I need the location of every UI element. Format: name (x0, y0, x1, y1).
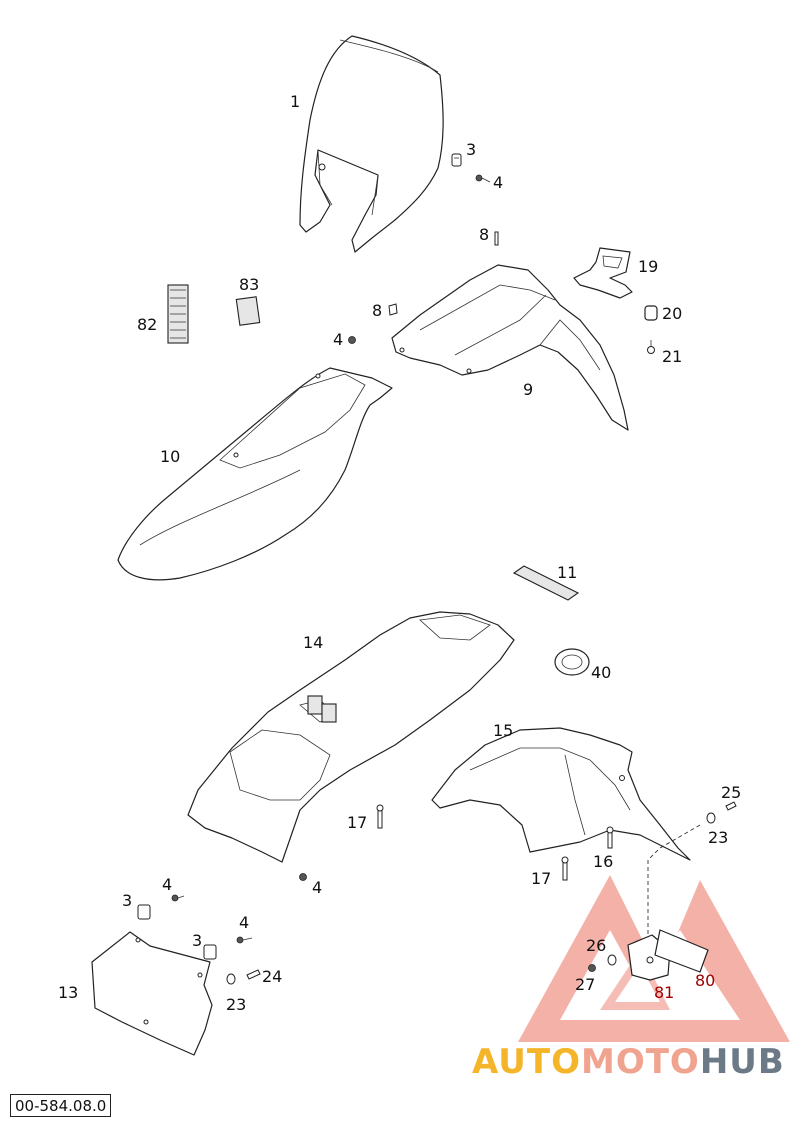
screw-17-lower (561, 856, 569, 881)
watermark-moto: MOTO (580, 1042, 700, 1082)
callout-3-left: 3 (122, 891, 132, 910)
screw-4-middle (348, 336, 356, 344)
screw-4-left (171, 894, 185, 902)
clip-nut-3-right (203, 944, 217, 960)
screw-4-lower-middle (299, 873, 307, 881)
clip-nut-3-left (137, 904, 151, 920)
rear-fender-part-14 (187, 611, 515, 863)
callout-23-right: 23 (708, 828, 728, 847)
callout-20: 20 (662, 304, 682, 323)
callout-40: 40 (591, 663, 611, 682)
strip-part-11 (512, 565, 580, 601)
screw-27 (588, 964, 596, 972)
callout-25: 25 (721, 783, 741, 802)
screw-17-middle (376, 804, 384, 829)
callout-17-middle: 17 (347, 813, 367, 832)
washer-23-left (226, 973, 236, 985)
callout-9: 9 (523, 380, 533, 399)
washer-26 (607, 954, 617, 966)
mud-flap-part-13 (91, 931, 213, 1056)
callout-8-middle: 8 (372, 301, 382, 320)
callout-80: 80 (695, 971, 715, 990)
callout-83: 83 (239, 275, 259, 294)
screw-25 (725, 801, 737, 811)
screw-part-21 (647, 340, 655, 354)
screw-24 (246, 969, 261, 980)
callout-4-middle: 4 (333, 330, 343, 349)
sticker-part-82 (167, 284, 189, 344)
watermark-hub: HUB (699, 1042, 785, 1082)
grommet-part-40 (554, 648, 590, 676)
screw-8-top (494, 231, 499, 246)
callout-24: 24 (262, 967, 282, 986)
callout-17-lower: 17 (531, 869, 551, 888)
callout-82: 82 (137, 315, 157, 334)
clip-nut-3-top (451, 153, 462, 167)
washer-23-right (706, 812, 716, 824)
callout-1: 1 (290, 92, 300, 111)
callout-8-top: 8 (479, 225, 489, 244)
headlight-mask-part-1 (299, 35, 444, 253)
front-fender-part-9 (391, 264, 629, 431)
callout-21: 21 (662, 347, 682, 366)
callout-4-lower-left: 4 (162, 875, 172, 894)
callout-3-top: 3 (466, 140, 476, 159)
callout-10: 10 (160, 447, 180, 466)
watermark-brand-text: AUTOMOTOHUB (472, 1042, 785, 1082)
front-fender-part-10 (117, 367, 393, 581)
reflector-part-80 (654, 929, 709, 973)
callout-15: 15 (493, 721, 513, 740)
bracket-part-19 (573, 247, 633, 299)
screw-8-middle (388, 303, 398, 316)
rear-fender-part-15 (431, 727, 691, 861)
callout-23-left: 23 (226, 995, 246, 1014)
sticker-part-83 (235, 296, 261, 326)
screw-4-right (236, 936, 253, 944)
callout-4-lower-right: 4 (239, 913, 249, 932)
assembly-guide-line-upper (647, 824, 701, 861)
callout-11: 11 (557, 563, 577, 582)
callout-4-top: 4 (493, 173, 503, 192)
watermark-auto: AUTO (472, 1042, 581, 1082)
screw-16 (606, 826, 614, 849)
callout-14: 14 (303, 633, 323, 652)
callout-26: 26 (586, 936, 606, 955)
callout-81: 81 (654, 983, 674, 1002)
callout-27: 27 (575, 975, 595, 994)
rubber-bush-part-20 (644, 305, 658, 321)
callout-13: 13 (58, 983, 78, 1002)
callout-16: 16 (593, 852, 613, 871)
callout-19: 19 (638, 257, 658, 276)
diagram-code-label: 00-584.08.0 (10, 1094, 112, 1117)
screw-4-top (475, 174, 491, 183)
callout-3-right: 3 (192, 931, 202, 950)
callout-4-lower-middle: 4 (312, 878, 322, 897)
